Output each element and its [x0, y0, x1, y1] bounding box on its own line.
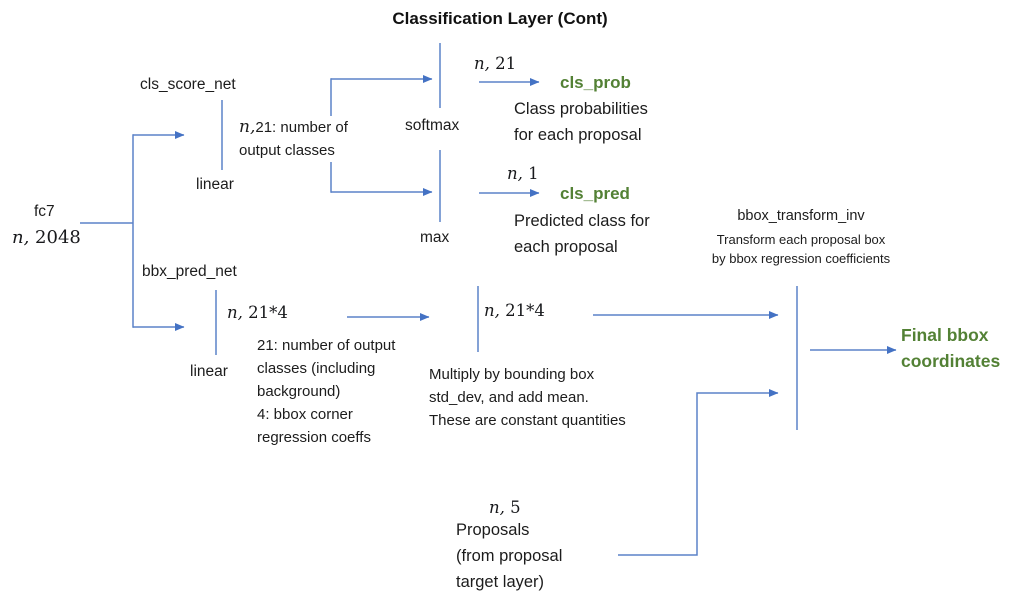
proposals-shape-label: n, 5 [489, 498, 521, 517]
proposals-label: Proposals (from proposal target layer) [456, 521, 563, 591]
cls-prob-label: cls_prob [560, 73, 631, 92]
cls-shape-note: n,21: number of output classes [237, 116, 350, 162]
bbox-transform-inv-desc: Transform each proposal box by bbox regr… [711, 232, 891, 266]
fc7-label: fc7 [34, 203, 55, 220]
bbx-pred-net-label: bbx_pred_net [142, 263, 237, 280]
bbx-shape-note: 21: number of output classes (including … [257, 337, 396, 446]
cls-pred-label: cls_pred [560, 184, 630, 203]
normalization-note: Multiply by bounding box std_dev, and ad… [429, 366, 626, 429]
final-bbox-label: Final bbox coordinates [901, 325, 1001, 371]
proposals-path-arrow [618, 389, 779, 556]
norm-shape-label: n, 21*4 [484, 301, 545, 320]
bbx-linear-label: linear [190, 363, 228, 380]
max-label: max [420, 229, 450, 246]
cls-prob-desc: Class probabilities for each proposal [514, 100, 648, 144]
cls-linear-label: linear [196, 176, 234, 193]
softmax-label: softmax [405, 117, 460, 134]
bbx-shape-label: n, 21*4 [227, 303, 288, 322]
cls-pred-shape-label: n, 1 [507, 164, 539, 183]
bbox-transform-inv-label: bbox_transform_inv [737, 208, 865, 224]
diagram-title: Classification Layer (Cont) [392, 9, 608, 28]
fc7-shape-label: n, 2048 [12, 227, 81, 248]
cls-pred-desc: Predicted class for each proposal [514, 212, 650, 256]
cls-prob-shape-label: n, 21 [474, 54, 517, 73]
cls-score-net-label: cls_score_net [140, 76, 236, 93]
